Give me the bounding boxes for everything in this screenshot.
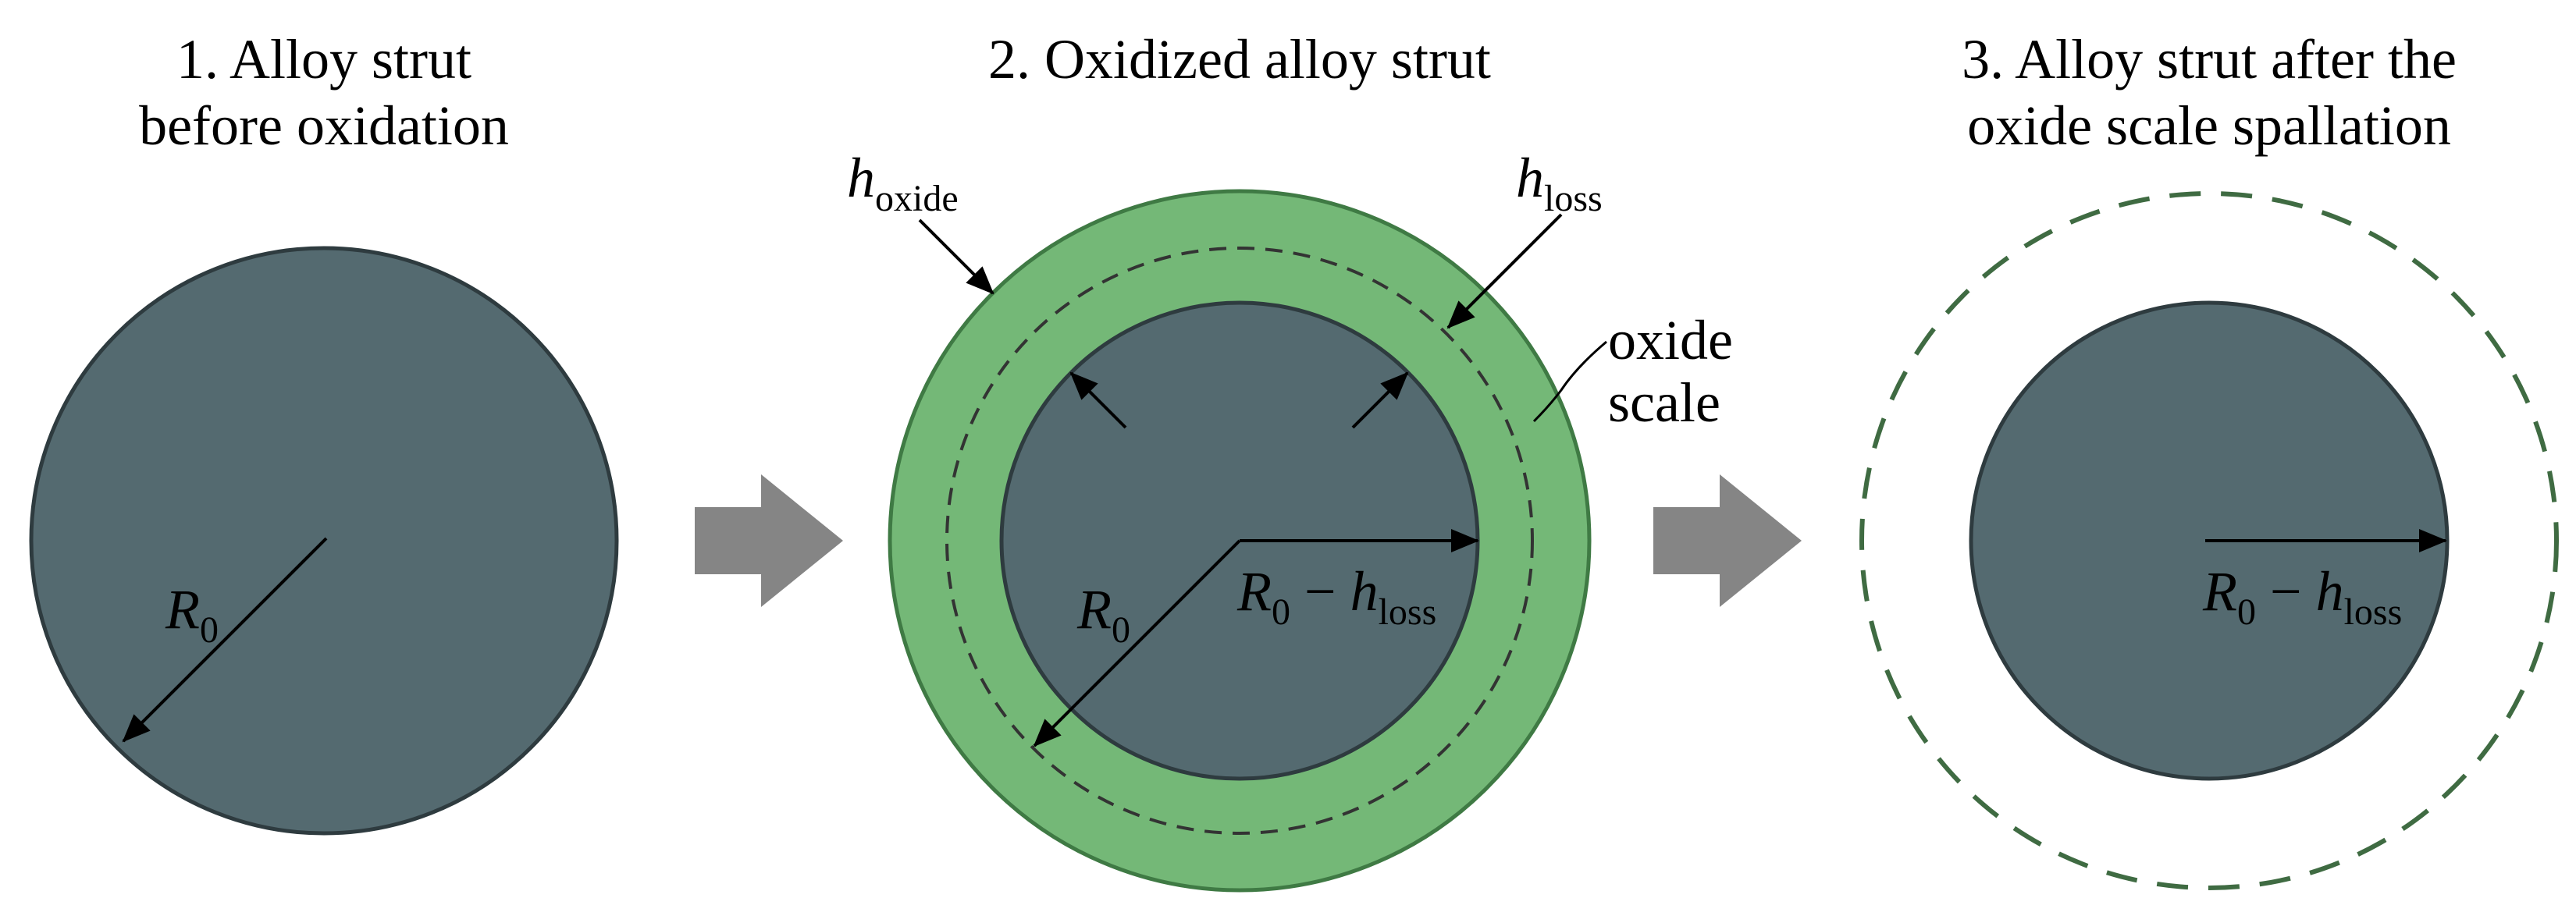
h-loss-label: hloss [1516,147,1603,219]
loss-arrow-right [1351,371,1409,429]
r0-arrow [1033,539,1241,747]
h-loss-arrow [1446,213,1563,329]
panel-2-title: 2. Oxidized alloy strut [988,28,1491,91]
spalled-oxide-outline-dashed-circle [1859,191,2559,890]
panel-3-after-spallation: 3. Alloy strut after the oxide scale spa… [1859,28,2559,890]
panel-1-title-line-2: before oxidation [139,94,509,157]
panel-3-title-line-1: 3. Alloy strut after the [1962,28,2457,91]
radius-arrow [122,537,328,743]
panel-2-oxidized: 2. Oxidized alloy strut hoxide hloss oxi… [847,28,1733,893]
reduced-radius-label: R0−hloss [2202,560,2402,633]
oxide-scale-leader-line [1532,340,1607,423]
r0-label: R0 [1076,578,1130,651]
oxide-scale-label-line-2: scale [1608,371,1720,434]
panel-1-title-line-1: 1. Alloy strut [176,28,471,91]
loss-arrow-left [1069,371,1127,429]
h-oxide-label: hoxide [847,147,959,219]
process-arrow-1 [695,474,843,607]
reduced-radius-label: R0−hloss [1236,560,1436,633]
oxide-scale-label-line-1: oxide [1608,309,1733,371]
panel-1-before-oxidation: 1. Alloy strut before oxidation R0 [29,28,619,836]
original-surface-dashed-circle [945,247,1534,835]
panel-3-title-line-2: oxide scale spallation [1967,94,2451,157]
h-oxide-arrow [918,218,994,295]
process-arrow-2 [1653,474,1802,607]
radius-label: R0 [165,578,219,651]
